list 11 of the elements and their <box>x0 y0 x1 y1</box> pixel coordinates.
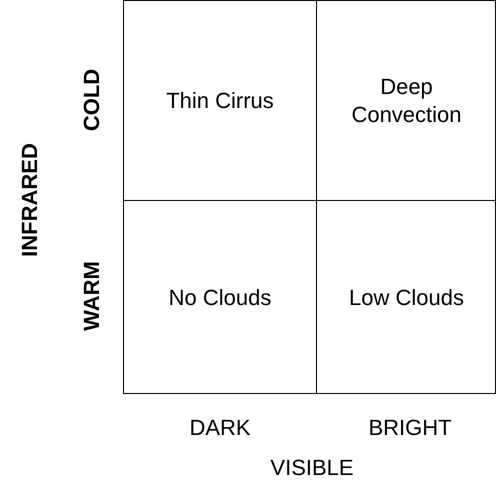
axis-category-label: DARK <box>189 416 251 440</box>
quadrant-cell: Low Clouds <box>317 201 496 394</box>
quadrant-cell: Thin Cirrus <box>124 1 317 201</box>
quadrant-cell: Deep Convection <box>317 1 496 201</box>
quadrant-grid <box>123 0 496 394</box>
quadrant-cell: No Clouds <box>124 201 317 394</box>
axis-category-label: COLD <box>80 68 104 132</box>
axis-category-label: BRIGHT <box>368 416 452 440</box>
axis-title: VISIBLE <box>270 456 354 480</box>
axis-category-label: WARM <box>80 261 104 331</box>
axis-title: INFRARED <box>18 143 42 257</box>
